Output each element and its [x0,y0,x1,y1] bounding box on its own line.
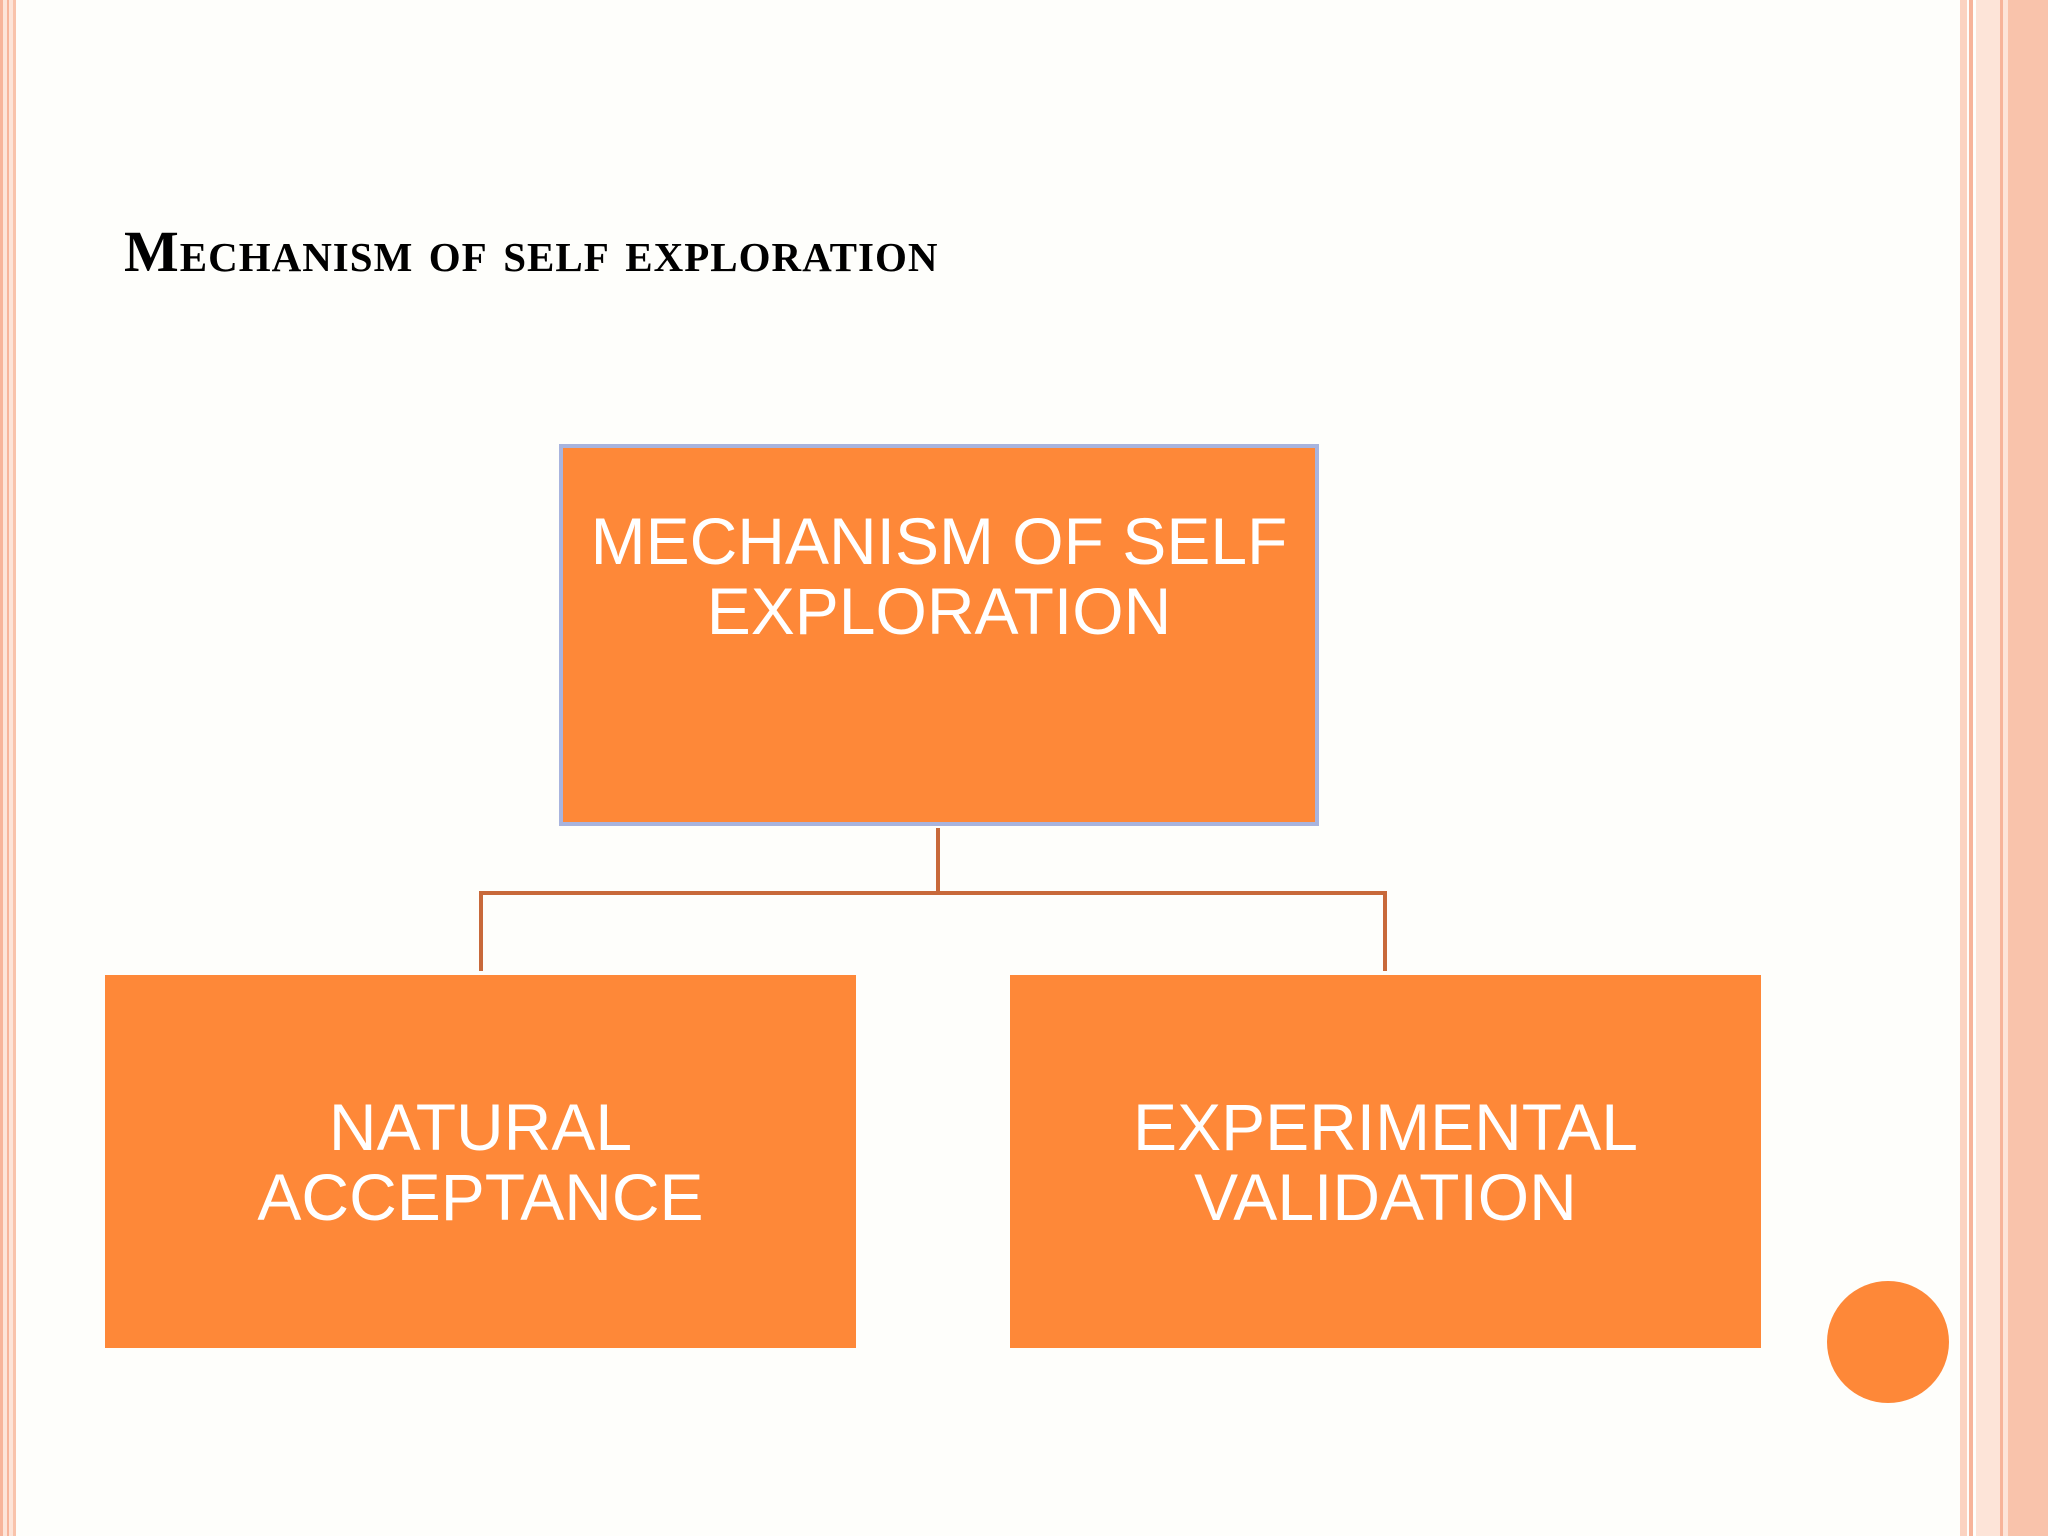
connector-horizontal [479,891,1387,895]
left-border-decoration [0,0,16,1536]
child-node-label: NATURAL ACCEPTANCE [257,1089,704,1234]
slide-title: Mechanism of self exploration [124,219,939,284]
accent-circle [1827,1281,1949,1403]
child-node-box-natural-acceptance: NATURAL ACCEPTANCE [105,975,856,1348]
right-border-decoration [1960,0,2048,1536]
child-node-box-experimental-validation: EXPERIMENTAL VALIDATION [1010,975,1761,1348]
connector-left-drop [479,891,483,971]
child-node-label: EXPERIMENTAL VALIDATION [1133,1089,1638,1234]
connector-right-drop [1383,891,1387,971]
root-node-box: MECHANISM OF SELF EXPLORATION [559,444,1319,826]
root-node-label: MECHANISM OF SELF EXPLORATION [590,504,1288,648]
connector-stem [936,828,940,894]
